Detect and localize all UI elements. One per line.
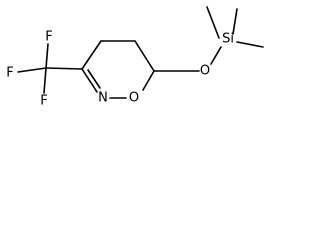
bond-cf3-c3	[45, 67, 83, 70]
bond-c3-n2-inner	[87, 69, 101, 89]
bond-cf3-f-top	[45, 43, 49, 69]
bond-c3-c4	[81, 40, 102, 70]
atom-fluorine-left: F	[6, 66, 13, 81]
atom-fluorine-top: F	[45, 30, 52, 45]
bond-si-me-right	[236, 41, 264, 48]
atom-fluorine-bottom: F	[40, 94, 47, 109]
atom-ring-oxygen: O	[129, 91, 139, 106]
bond-cf3-f-left	[17, 67, 47, 73]
atom-nitrogen: N	[98, 91, 108, 106]
structure-diagram: F F F N O O Si	[6, 6, 264, 109]
bond-o-si	[210, 46, 222, 65]
bond-c5-c6	[134, 40, 155, 72]
bond-cf3-f-bottom	[43, 67, 47, 94]
bond-si-me-left	[206, 6, 220, 39]
bond-si-me-top	[232, 8, 238, 35]
bond-c6-o1	[142, 70, 155, 91]
bond-c3-n2-outer	[81, 68, 98, 93]
atom-silicon: Si	[222, 32, 234, 47]
atom-ether-oxygen: O	[200, 64, 210, 79]
